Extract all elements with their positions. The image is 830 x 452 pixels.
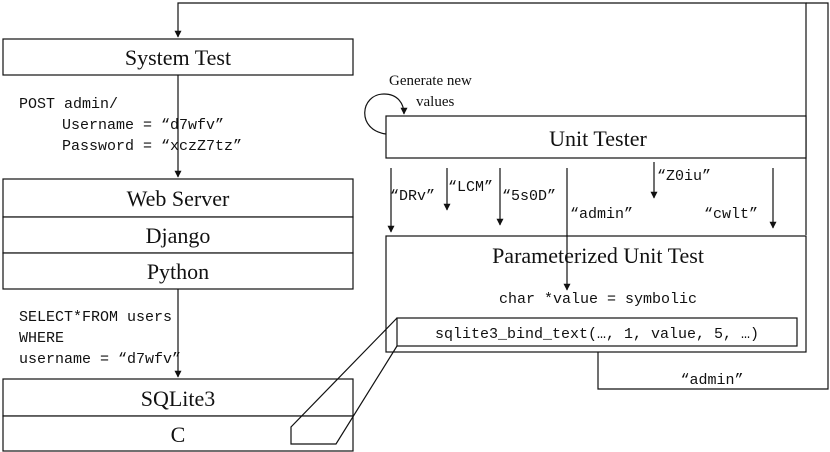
sql-line-1: SELECT*FROM users <box>19 309 172 326</box>
parameterized-unit-test-box: Parameterized Unit Test char *value = sy… <box>385 235 807 353</box>
zoom-connector <box>290 317 398 445</box>
web-server-label: Web Server <box>127 186 230 211</box>
django-label: Django <box>146 223 211 248</box>
sqlite-stack: SQLite3 C <box>2 378 354 452</box>
put-title: Parameterized Unit Test <box>492 243 704 268</box>
generated-values: “DRv” “LCM” “5s0D” “admin” “Z0iu” “cwlt” <box>390 168 758 223</box>
bind-call-box <box>396 317 798 347</box>
feedback-bracket <box>597 2 829 390</box>
unit-tester-box: Unit Tester <box>385 115 807 159</box>
sql-query-text: SELECT*FROM users WHERE username = “d7wf… <box>19 309 181 368</box>
self-loop-arrow <box>364 93 408 135</box>
value-admin: “admin” <box>570 206 633 223</box>
django-box <box>2 216 354 254</box>
bind-call-label: sqlite3_bind_text(…, 1, value, 5, …) <box>435 326 759 343</box>
generate-note-line-1: Generate new <box>389 73 472 89</box>
sqlite-label: SQLite3 <box>141 386 216 411</box>
value-drv: “DRv” <box>390 188 435 205</box>
generate-note: Generate new values <box>389 73 472 110</box>
value-z0iu: “Z0iu” <box>657 168 711 185</box>
put-code-line: char *value = symbolic <box>499 291 697 308</box>
request-line-2: Username = “d7wfv” <box>62 117 224 134</box>
http-request-text: POST admin/ Username = “d7wfv” Password … <box>19 96 242 155</box>
unit-tester-label: Unit Tester <box>549 126 647 151</box>
web-server-box <box>2 178 354 218</box>
value-cwlt: “cwlt” <box>704 206 758 223</box>
feedback-admin-label: “admin” <box>680 372 743 389</box>
value-5s0d: “5s0D” <box>502 188 556 205</box>
system-test-label: System Test <box>125 45 231 70</box>
python-label: Python <box>147 259 209 284</box>
value-lcm: “LCM” <box>448 179 493 196</box>
request-line-3: Password = “xczZ7tz” <box>62 138 242 155</box>
request-line-1: POST admin/ <box>19 96 118 113</box>
sql-line-2: WHERE <box>19 330 64 347</box>
c-box <box>2 415 354 452</box>
sql-line-3: username = “d7wfv” <box>19 351 181 368</box>
generate-note-line-2: values <box>416 94 454 110</box>
python-box <box>2 252 354 290</box>
web-server-stack: Web Server Django Python <box>2 178 354 290</box>
system-test-box: System Test <box>2 38 354 76</box>
c-label: C <box>171 422 186 447</box>
